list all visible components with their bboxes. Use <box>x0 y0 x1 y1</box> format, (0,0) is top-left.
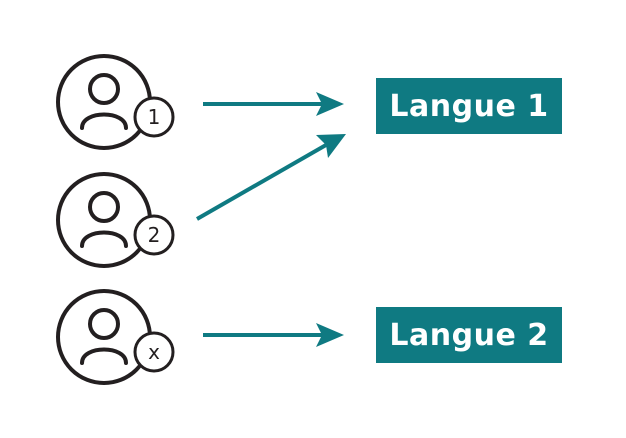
user-icon <box>80 73 128 130</box>
badge-label: 1 <box>148 105 161 129</box>
user-node-2: 2 <box>56 172 175 268</box>
arrow-icon <box>316 134 346 158</box>
badge-2: 2 <box>133 214 175 256</box>
user-node-1: 1 <box>56 54 175 150</box>
user-icon <box>80 191 128 248</box>
user-node-x: x <box>56 289 175 385</box>
arrow-icon <box>316 323 344 347</box>
arrow-1-to-lang1 <box>203 92 344 116</box>
language-2-label: Langue 2 <box>389 317 549 353</box>
badge-1: 1 <box>133 96 175 138</box>
arrow-2-to-lang1 <box>196 134 346 221</box>
user-icon <box>80 308 128 365</box>
badge-x: x <box>133 331 175 373</box>
language-2-box: Langue 2 <box>376 307 562 363</box>
language-1-box: Langue 1 <box>376 78 562 134</box>
arrow-icon <box>316 92 344 116</box>
badge-label: 2 <box>148 223 161 247</box>
badge-label: x <box>148 340 160 364</box>
language-1-label: Langue 1 <box>389 88 549 124</box>
arrow-x-to-lang2 <box>203 323 344 347</box>
